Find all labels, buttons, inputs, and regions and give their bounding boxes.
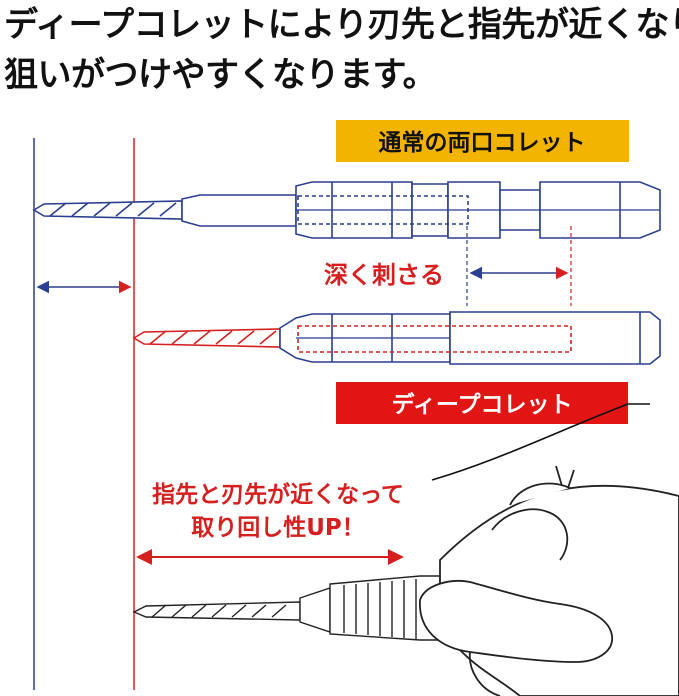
tool-chuck [299, 575, 441, 641]
headline-line-2: 狙いがつけやすくなります。 [4, 55, 437, 95]
deep-collet [279, 311, 661, 365]
callout-line [431, 403, 650, 481]
deep-drill-bit [132, 328, 281, 348]
tool-drill-bit [132, 601, 301, 621]
standard-collet [295, 181, 661, 239]
standard-collet-label: 通常の両口コレット [379, 130, 586, 156]
headline: ディープコレットにより刃先と指先が近くなり 狙いがつけやすくなります。 [4, 0, 679, 100]
headline-line-1: ディープコレットにより刃先と指先が近くなり [4, 5, 679, 45]
benefit-line-2: 取り回し性UP！ [191, 515, 365, 541]
hand-illustration [419, 465, 679, 696]
deep-insert-label: 深く刺さる [324, 261, 444, 289]
standard-collet-badge: 通常の両口コレット [336, 120, 629, 162]
deep-collet-badge: ディープコレット [336, 382, 628, 424]
deep-collet-label: ディープコレット [391, 391, 572, 418]
standard-drill-bit [32, 194, 297, 227]
benefit-line-1: 指先と刃先が近くなって [152, 481, 404, 508]
